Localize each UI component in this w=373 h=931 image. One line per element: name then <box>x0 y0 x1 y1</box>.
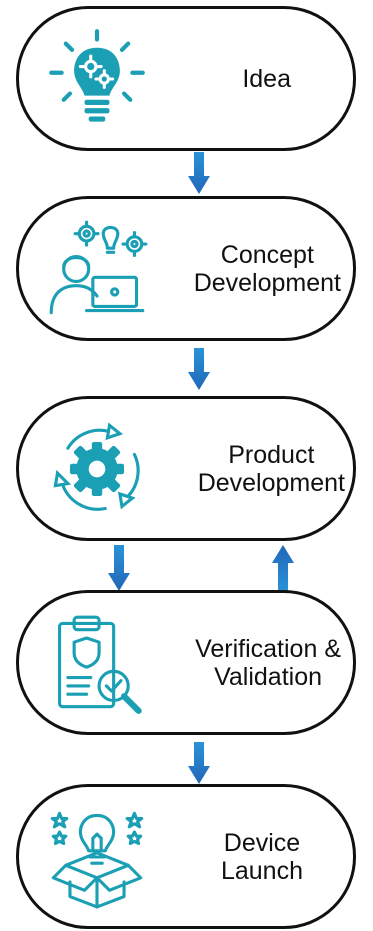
down-arrow-icon <box>108 545 130 591</box>
step-product-development: Product Development <box>16 396 356 541</box>
step-label-idea: Idea <box>242 64 291 93</box>
step-concept-development: Concept Development <box>16 196 356 341</box>
box-lightbulb-icon <box>50 811 144 909</box>
down-arrow-icon <box>188 742 210 784</box>
clipboard-magnifier-icon <box>57 615 142 714</box>
step-label-verification-validation: Verification & Validation <box>195 634 341 691</box>
up-arrow-icon <box>272 545 294 591</box>
down-arrow-icon <box>188 348 210 390</box>
step-label-concept-development: Concept Development <box>193 240 341 297</box>
step-idea: Idea <box>16 6 356 151</box>
step-label-product-development: Product Development <box>197 440 345 497</box>
lightbulb-gear-icon <box>49 29 145 122</box>
step-device-launch: Device Launch <box>16 784 356 929</box>
step-verification-validation: Verification & Validation <box>16 590 356 735</box>
step-label-device-launch: Device Launch <box>220 828 303 885</box>
person-laptop-ideas-icon <box>49 220 148 315</box>
down-arrow-icon <box>188 152 210 194</box>
gear-cycle-icon <box>53 422 140 511</box>
